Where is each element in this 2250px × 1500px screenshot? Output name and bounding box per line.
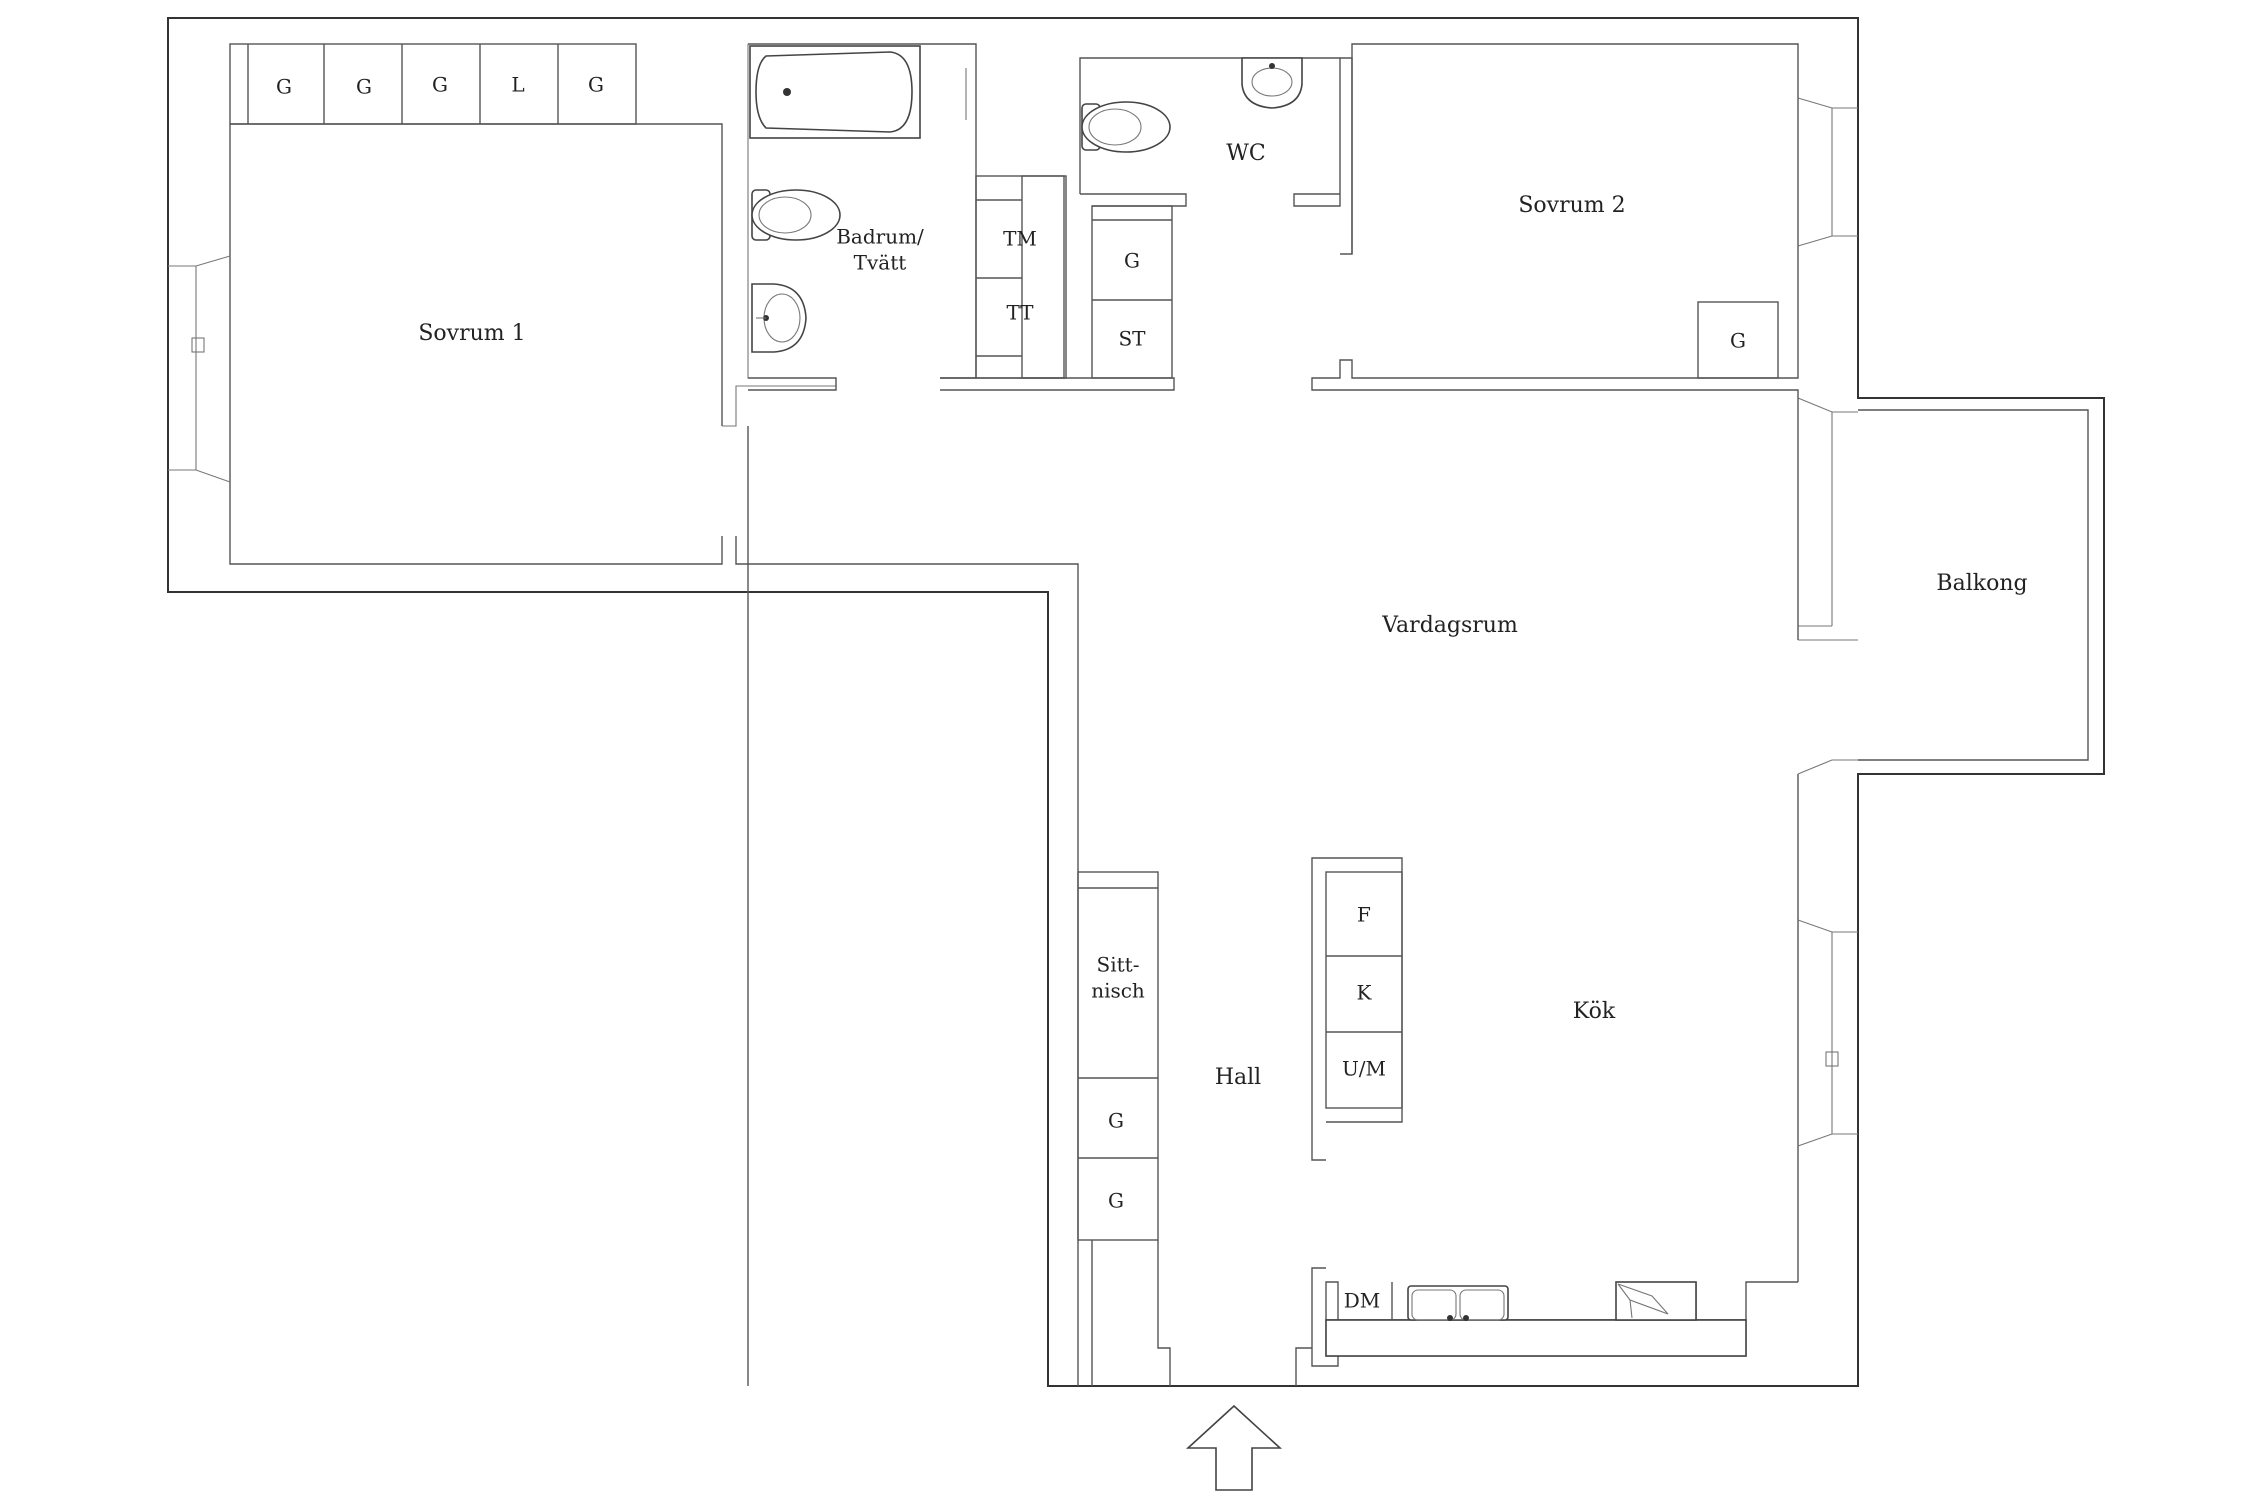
appliance-label-k: K [1357, 981, 1373, 1005]
room-label-badrum-line2: Tvätt [854, 251, 907, 275]
kitchen-appliance-column: F K U/M [1311, 857, 1403, 1161]
kitchen-counter: DM [1311, 1267, 1798, 1367]
bathtub-icon [749, 45, 921, 139]
room-label-vardagsrum: Vardagsrum [1381, 613, 1518, 638]
room-label-kok: Kök [1573, 999, 1616, 1024]
window-bedroom-1 [168, 255, 231, 483]
wardrobe-label-2: G [356, 75, 372, 99]
balcony-door [1797, 397, 1858, 641]
laundry-column: TM TT [975, 175, 1067, 379]
room-label-hall: Hall [1215, 1065, 1261, 1090]
wc-walls [1079, 57, 1353, 255]
hall-closet-label-2: G [1108, 1189, 1124, 1213]
room-label-balkong: Balkong [1936, 571, 2027, 596]
room-label-wc: WC [1226, 141, 1265, 166]
wardrobe-label-5: G [588, 73, 604, 97]
room-label-sovrum-2: Sovrum 2 [1518, 193, 1625, 218]
sittnisch-label-line1: Sitt- [1097, 953, 1140, 977]
closet-label-g: G [1124, 249, 1140, 273]
room-label-badrum-line1: Badrum/ [836, 225, 924, 249]
wc-toilet-icon [1081, 101, 1171, 153]
bedroom-2-closet-label: G [1730, 329, 1746, 353]
hall-furniture: Sitt- nisch G G [1077, 871, 1312, 1386]
window-living-kitchen [1797, 759, 1858, 1282]
exterior-walls [167, 17, 2105, 1387]
toilet-icon [751, 189, 841, 241]
kitchen-sink-icon [1407, 1285, 1509, 1321]
laundry-label-tm: TM [1003, 227, 1037, 251]
bedroom-1-walls [229, 44, 1079, 1386]
sink-icon [751, 283, 807, 353]
wc-sink-icon [1241, 57, 1303, 109]
wardrobe-label-4: L [511, 73, 524, 97]
dishwasher-label: DM [1344, 1289, 1381, 1313]
appliance-label-um: U/M [1342, 1057, 1386, 1081]
sittnisch-label-line2: nisch [1091, 979, 1145, 1003]
bedroom-2-walls: G [1311, 43, 1799, 398]
wardrobe-row-bedroom-1: G G G L G [229, 43, 637, 125]
window-bedroom-2 [1797, 97, 1858, 247]
closet-label-st: ST [1118, 327, 1146, 351]
room-label-sovrum-1: Sovrum 1 [418, 321, 525, 346]
wardrobe-label-3: G [432, 73, 448, 97]
entrance-arrow-icon [1185, 1404, 1283, 1491]
closet-middle: G ST [1091, 205, 1173, 379]
wardrobe-label-1: G [276, 75, 292, 99]
hall-closet-label-1: G [1108, 1109, 1124, 1133]
appliance-label-f: F [1357, 903, 1371, 927]
stove-icon [1615, 1281, 1697, 1321]
laundry-label-tt: TT [1006, 301, 1034, 325]
